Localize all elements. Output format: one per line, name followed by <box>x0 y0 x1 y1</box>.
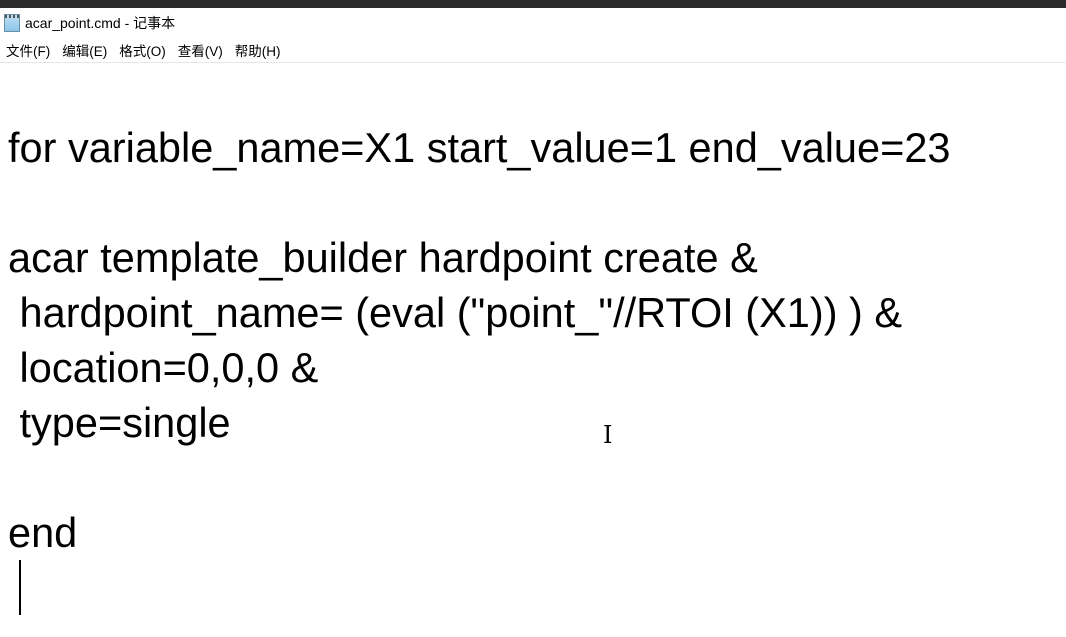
menu-divider <box>0 62 1066 63</box>
menu-view[interactable]: 查看(V) <box>177 44 223 59</box>
notepad-icon <box>4 14 20 32</box>
window-top-bar <box>0 0 1066 8</box>
menu-edit[interactable]: 编辑(E) <box>62 44 108 59</box>
editor-line <box>8 175 950 230</box>
menu-format[interactable]: 格式(O) <box>119 44 166 59</box>
menu-file[interactable]: 文件(F) <box>6 44 51 59</box>
editor-line: hardpoint_name= (eval ("point_"//RTOI (X… <box>8 289 903 336</box>
editor-line: end <box>8 509 78 556</box>
menu-help[interactable]: 帮助(H) <box>234 44 281 59</box>
text-editor[interactable]: for variable_name=X1 start_value=1 end_v… <box>8 120 950 560</box>
editor-line: location=0,0,0 & <box>8 344 319 391</box>
editor-line: for variable_name=X1 start_value=1 end_v… <box>8 124 951 171</box>
window-title: acar_point.cmd - 记事本 <box>25 15 176 31</box>
text-caret <box>19 560 21 615</box>
editor-line: type=single <box>8 399 231 446</box>
editor-line <box>8 450 950 505</box>
ibeam-cursor-icon: I <box>603 421 613 449</box>
title-bar: acar_point.cmd - 记事本 <box>4 12 175 34</box>
editor-line: acar template_builder hardpoint create & <box>8 234 758 281</box>
menu-bar: 文件(F) 编辑(E) 格式(O) 查看(V) 帮助(H) <box>6 40 281 60</box>
